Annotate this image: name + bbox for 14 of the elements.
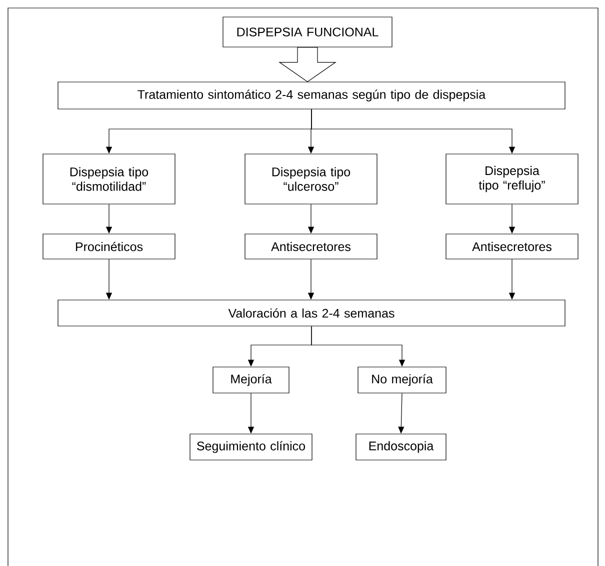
process-box: No mejoría — [358, 366, 446, 394]
process-box: Tratamiento sintomático 2-4 semanas según tipo de dispepsia — [58, 82, 566, 110]
process-box: Dispepsia tipo “reflujo” — [446, 154, 578, 204]
process-box: Mejoría — [212, 366, 290, 394]
process-box: Endoscopia — [356, 434, 446, 460]
process-box: Antisecretores — [244, 234, 378, 260]
process-box: Seguimiento clínico — [190, 434, 312, 460]
block-arrow — [278, 47, 336, 82]
process-box: Dispepsia tipo “ulceroso” — [244, 154, 378, 204]
process-box: Procinéticos — [42, 234, 176, 260]
process-box: Valoración a las 2-4 semanas — [58, 300, 566, 326]
process-box: DISPEPSIA FUNCIONAL — [222, 16, 392, 48]
process-box: Antisecretores — [446, 234, 578, 260]
process-box: Dispepsia tipo “dismotilidad” — [42, 154, 176, 204]
